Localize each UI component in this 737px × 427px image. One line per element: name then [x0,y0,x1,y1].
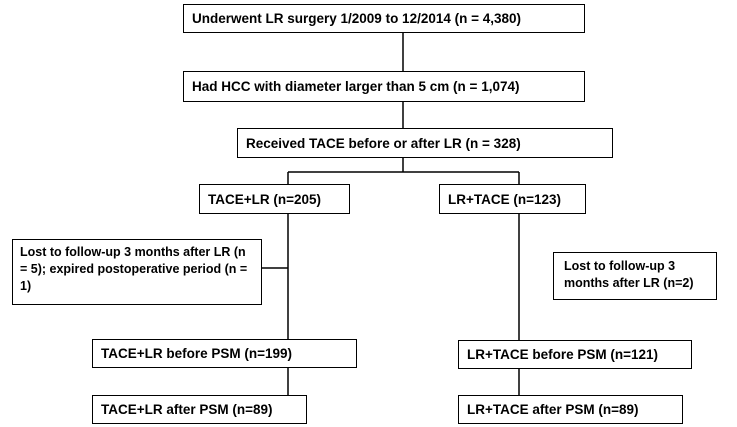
node-had-hcc: Had HCC with diameter larger than 5 cm (… [183,71,585,102]
node-underwent-label: Underwent LR surgery 1/2009 to 12/2014 (… [192,11,522,26]
node-lr-tace: LR+TACE (n=123) [439,184,586,214]
node-lost-left-label: Lost to follow-up 3 months after LR (n =… [20,245,248,293]
node-lost-to-follow-up-right: Lost to follow-up 3 months after LR (n=2… [553,252,717,300]
node-lost-right-label: Lost to follow-up 3 months after LR (n=2… [564,259,694,290]
node-tace-lr-after-label: TACE+LR after PSM (n=89) [101,402,273,417]
node-underwent-lr-surgery: Underwent LR surgery 1/2009 to 12/2014 (… [183,4,585,33]
node-lost-to-follow-up-left: Lost to follow-up 3 months after LR (n =… [12,239,262,305]
node-received-tace: Received TACE before or after LR (n = 32… [237,128,613,158]
node-lr-tace-before-label: LR+TACE before PSM (n=121) [467,347,659,362]
node-lr-tace-label: LR+TACE (n=123) [448,191,562,207]
node-tace-lr: TACE+LR (n=205) [199,184,350,214]
node-received-tace-label: Received TACE before or after LR (n = 32… [246,135,521,151]
node-hcc-label: Had HCC with diameter larger than 5 cm (… [192,79,520,94]
node-tace-lr-before-psm: TACE+LR before PSM (n=199) [92,339,357,368]
node-tace-lr-before-label: TACE+LR before PSM (n=199) [101,346,293,361]
node-lr-tace-before-psm: LR+TACE before PSM (n=121) [458,340,692,369]
node-tace-lr-after-psm: TACE+LR after PSM (n=89) [92,395,307,424]
node-lr-tace-after-psm: LR+TACE after PSM (n=89) [458,395,683,424]
node-tace-lr-label: TACE+LR (n=205) [208,191,322,207]
node-lr-tace-after-label: LR+TACE after PSM (n=89) [467,402,639,417]
